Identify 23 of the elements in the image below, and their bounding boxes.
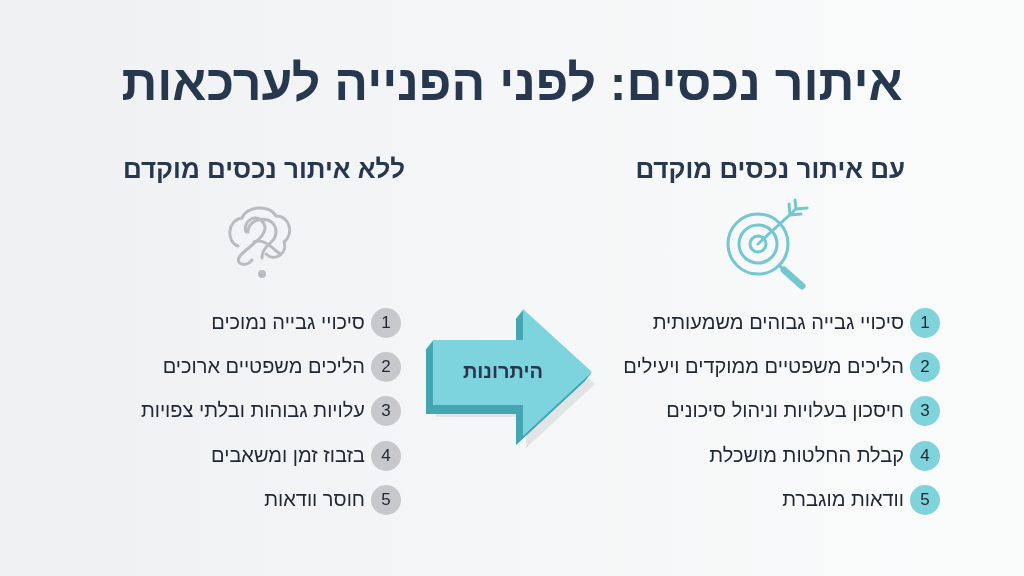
list-item: קבלת החלטות מושכלת	[709, 443, 904, 467]
number-circle: 2	[910, 352, 940, 382]
number-circle: 3	[371, 396, 401, 426]
column-heading: ללא איתור נכסים מוקדם	[122, 153, 405, 185]
title: איתור נכסים: לפני הפנייה לערכאות	[121, 54, 903, 113]
number-circle: 2	[371, 352, 401, 382]
list-item: עלויות גבוהות ובלתי צפויות	[140, 398, 365, 422]
list-item: חוסר וודאות	[264, 487, 365, 511]
list-item: בזבוז זמן ומשאבים	[211, 443, 365, 467]
number-circle: 4	[910, 441, 940, 471]
number-circle: 5	[910, 485, 940, 515]
number-circle: 1	[910, 308, 940, 338]
number-circle: 3	[910, 396, 940, 426]
list-item: הליכים משפטיים ממוקדים ויעילים	[623, 354, 904, 378]
list-item: הליכים משפטיים ארוכים	[162, 354, 365, 378]
number-circle: 1	[371, 308, 401, 338]
list-item: וודאות מוגברת	[782, 487, 904, 511]
column-heading: עם איתור נכסים מוקדם	[635, 153, 905, 185]
list-item: סיכויי גבייה נמוכים	[211, 310, 365, 334]
list-item: חיסכון בעלויות וניהול סיכונים	[666, 398, 904, 422]
number-circle: 5	[371, 485, 401, 515]
number-circle: 4	[371, 441, 401, 471]
list-item: סיכויי גבייה גבוהים משמעותית	[652, 310, 904, 334]
